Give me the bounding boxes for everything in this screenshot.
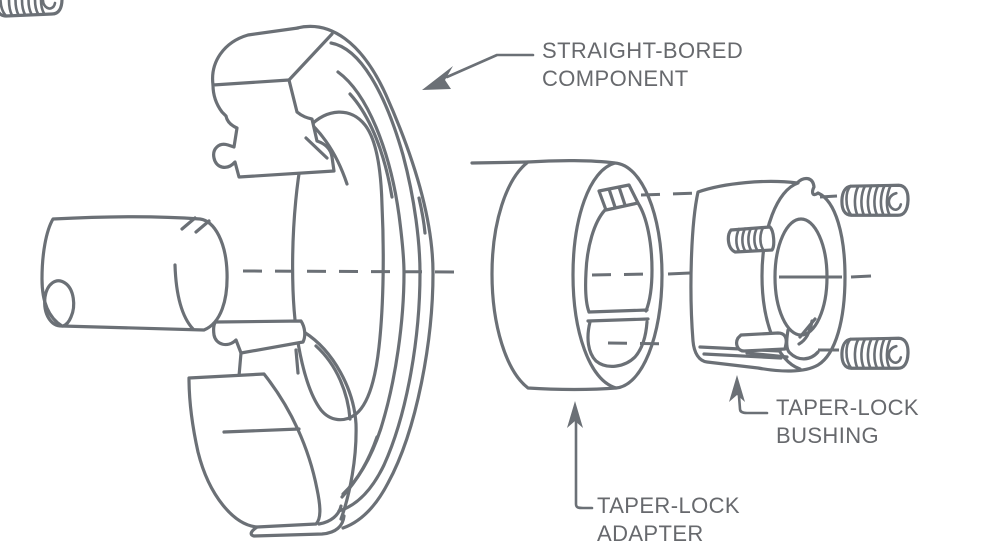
shaft-chamfer-ticks bbox=[180, 216, 211, 234]
label-line: ADAPTER bbox=[597, 521, 704, 546]
bottom-hub-cross-section bbox=[187, 372, 322, 529]
label-line: TAPER-LOCK bbox=[776, 395, 919, 420]
arrowhead-icon bbox=[729, 375, 745, 402]
arrowhead-icon bbox=[567, 401, 583, 428]
shaft-end-arc bbox=[173, 263, 195, 331]
bushing-flange-edge bbox=[760, 181, 802, 371]
hub-outline bbox=[291, 110, 385, 422]
upper-screw-axis bbox=[640, 191, 701, 197]
main-centerline bbox=[242, 269, 468, 274]
label-line: BUSHING bbox=[776, 423, 880, 448]
taper-lock-bushing-drawing bbox=[0, 0, 911, 373]
straight-bored-component-drawing bbox=[187, 24, 435, 538]
shaft-drawing bbox=[40, 215, 229, 332]
lower-screw-axis bbox=[607, 341, 672, 346]
label-taper-lock-bushing: TAPER-LOCK BUSHING bbox=[776, 394, 919, 450]
taper-lock-adapter-drawing bbox=[470, 159, 664, 392]
rim-outer-arc bbox=[295, 24, 435, 530]
label-line: STRAIGHT-BORED bbox=[542, 38, 744, 63]
set-screw bbox=[0, 0, 64, 18]
top-rim-cross-section bbox=[211, 78, 336, 179]
bottom-rim-cross-section bbox=[212, 319, 307, 355]
leader-adapter bbox=[567, 401, 594, 510]
centerlines bbox=[242, 191, 872, 352]
bushing-lug bbox=[735, 331, 788, 353]
label-line: COMPONENT bbox=[542, 66, 689, 91]
adapter-face-edge bbox=[571, 161, 618, 390]
set-screw-installed bbox=[726, 225, 776, 254]
label-taper-lock-adapter: TAPER-LOCK ADAPTER bbox=[597, 492, 740, 548]
rim-crest bbox=[302, 330, 358, 521]
label-line: TAPER-LOCK bbox=[597, 493, 740, 518]
adapter-split bbox=[586, 308, 650, 323]
label-straight-bored-component: STRAIGHT-BORED COMPONENT bbox=[542, 37, 743, 93]
shaft-end-teardrop bbox=[43, 279, 76, 328]
leader-straight-bored bbox=[422, 53, 535, 90]
arrowhead-icon bbox=[422, 66, 453, 90]
leader-bushing bbox=[729, 375, 769, 415]
